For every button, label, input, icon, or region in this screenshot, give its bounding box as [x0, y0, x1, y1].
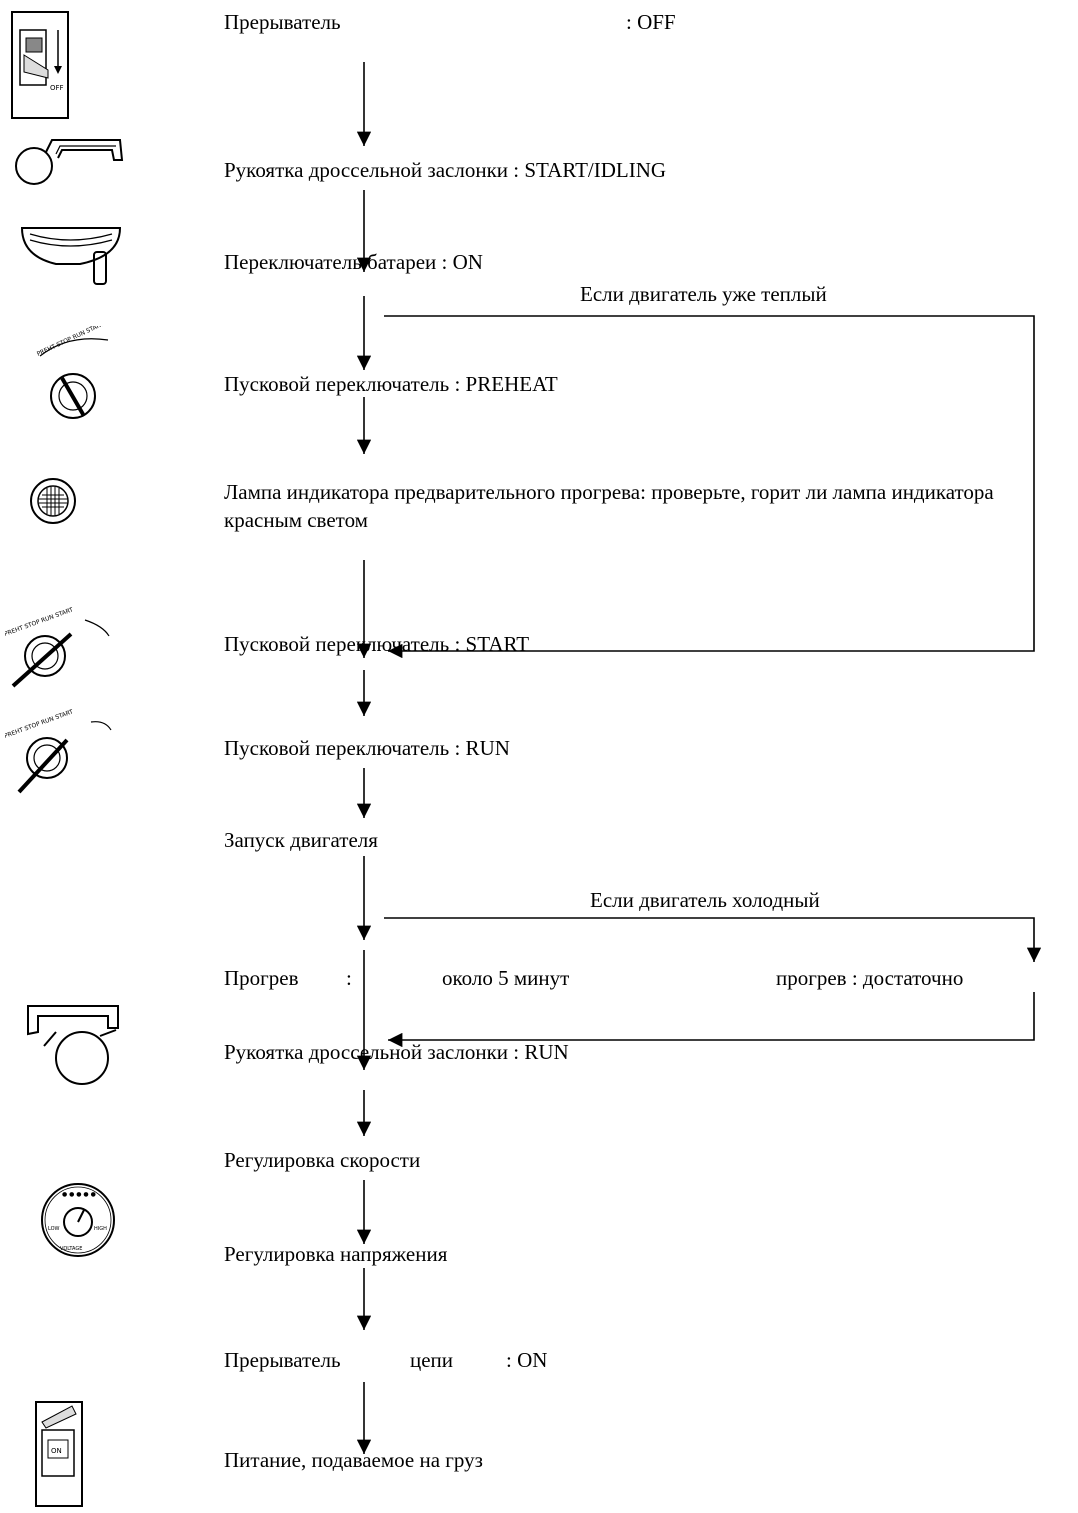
step-throttle-start: Рукоятка дроссельной заслонки : START/ID…	[224, 158, 667, 182]
step-throttle-run: Рукоятка дроссельной заслонки : RUN	[224, 1040, 569, 1064]
step-circuit-breaker-word: цепи	[410, 1348, 454, 1372]
svg-text:ON: ON	[51, 1447, 62, 1455]
step-warmup-colon: :	[346, 966, 352, 990]
preheat-lamp-icon	[30, 478, 76, 524]
step-breaker-off-value: : OFF	[626, 10, 676, 34]
step-circuit-breaker-value: : ON	[506, 1348, 548, 1372]
step-engine-start: Запуск двигателя	[224, 828, 378, 852]
step-circuit-breaker-label: Прерыватель	[224, 1348, 341, 1372]
step-warmup-duration: около 5 минут	[442, 966, 570, 990]
branch-label-engine-warm: Если двигатель уже теплый	[580, 282, 827, 306]
branch-label-engine-cold: Если двигатель холодный	[590, 888, 820, 912]
starter-switch-start-icon: PREHT STOP RUN START	[5, 606, 110, 688]
svg-text:HIGH: HIGH	[94, 1226, 107, 1232]
step-start-switch-run: Пусковой переключатель : RUN	[224, 736, 510, 760]
throttle-lever-start-icon	[15, 139, 124, 185]
svg-text:LOW: LOW	[48, 1226, 60, 1232]
battery-switch-icon	[20, 227, 122, 285]
step-warmup-enough: прогрев : достаточно	[776, 966, 964, 990]
starter-switch-run-icon: PREHT STOP RUN START	[5, 708, 112, 794]
circuit-breaker-on-icon: ON	[35, 1401, 83, 1507]
step-battery-switch: Переключатель батареи : ON	[224, 250, 483, 274]
step-warmup-label: Прогрев	[224, 966, 299, 990]
starter-switch-preheat-icon: PREHT STOP RUN START	[36, 326, 109, 419]
step-preheat: Пусковой переключатель : PREHEAT	[224, 372, 558, 396]
circuit-breaker-off-icon: OFF	[11, 11, 69, 119]
voltage-regulator-knob-icon: ● ● ● ● ● LOW HIGH VOLTAGE	[41, 1183, 115, 1257]
svg-text:VOLTAGE: VOLTAGE	[60, 1246, 82, 1252]
step-breaker-off-label: Прерыватель	[224, 10, 341, 34]
svg-text:● ● ● ● ●: ● ● ● ● ●	[62, 1191, 96, 1198]
step-start-switch-start: Пусковой переключатель : START	[224, 632, 530, 656]
step-power-to-load: Питание, подаваемое на груз	[224, 1448, 483, 1472]
step-voltage-adjust: Регулировка напряжения	[224, 1242, 448, 1266]
step-speed-adjust: Регулировка скорости	[224, 1148, 421, 1172]
throttle-lever-run-icon	[27, 1005, 119, 1085]
step-preheat-lamp: Лампа индикатора предварительного прогре…	[224, 480, 994, 532]
svg-text:OFF: OFF	[50, 84, 64, 92]
